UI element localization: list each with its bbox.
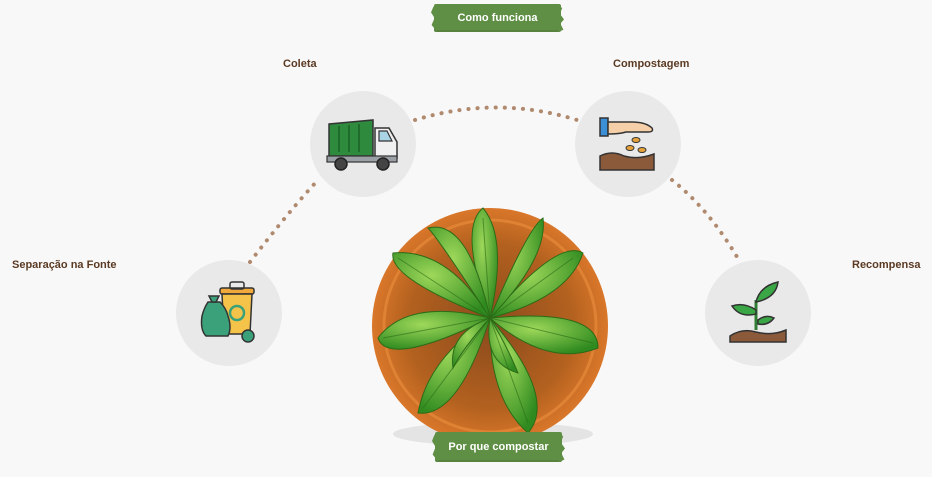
why-compost-tab[interactable]: Por que compostar [435, 432, 562, 462]
step-circle-separacao[interactable] [176, 260, 282, 366]
basil-bowl-image [372, 207, 608, 446]
step-circle-compostagem[interactable] [575, 91, 681, 197]
how-it-works-label: Como funciona [457, 12, 538, 24]
recycling-bin-icon [200, 281, 255, 343]
composting-hand-icon [599, 117, 655, 171]
step-circle-recompensa[interactable] [705, 260, 811, 366]
how-it-works-tab[interactable]: Como funciona [434, 4, 561, 32]
step-circle-coleta[interactable] [310, 91, 416, 197]
step-label-coleta: Coleta [283, 58, 317, 70]
step-label-compostagem: Compostagem [613, 58, 690, 70]
garbage-truck-icon [326, 119, 398, 171]
why-compost-label: Por que compostar [448, 441, 549, 453]
step-label-recompensa: Recompensa [852, 259, 921, 271]
sprout-icon [729, 281, 787, 343]
step-label-separacao: Separação na Fonte [12, 259, 117, 271]
